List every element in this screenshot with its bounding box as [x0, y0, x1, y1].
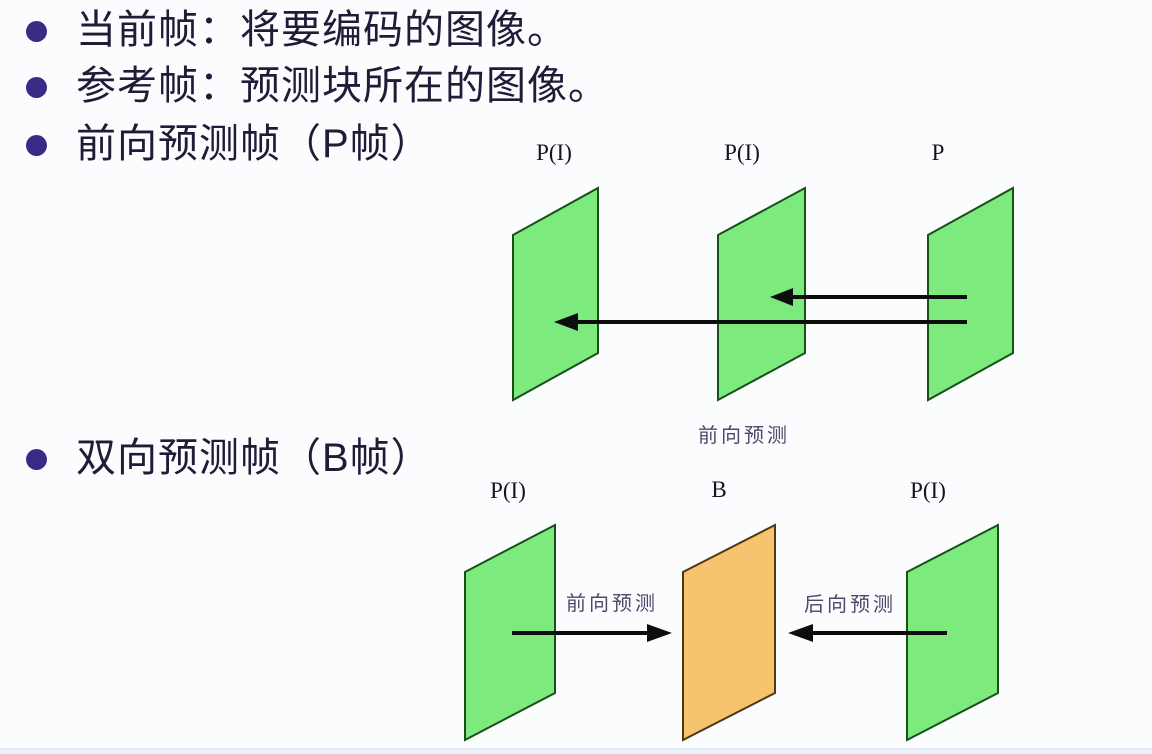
frame-label-p2: P(I)	[724, 140, 760, 165]
arrowhead-forward-to-b	[647, 624, 672, 642]
caption-forward-to-b: 前向预测	[566, 593, 658, 615]
frame-shape-b-left	[464, 523, 556, 742]
bullet-item-b-frame: 双向预测帧（B帧）	[26, 436, 432, 480]
frame-label-p3: P	[931, 140, 945, 165]
frame-label-b-left: P(I)	[490, 478, 526, 503]
frame-label-b-center: B	[711, 477, 727, 502]
diagram-bidirectional-prediction	[464, 523, 999, 742]
bullet-item-current-frame: 当前帧：将要编码的图像。	[26, 8, 568, 52]
frame-shape-p1	[512, 186, 599, 402]
bottom-bar	[0, 748, 1152, 754]
frame-label-p1: P(I)	[536, 140, 572, 165]
bullet-icon	[26, 77, 47, 98]
frame-shape-p3	[927, 186, 1014, 402]
bullet-text: 参考帧：预测块所在的图像。	[76, 64, 609, 108]
frame-shape-p2	[717, 186, 806, 402]
diagram-forward-prediction	[512, 186, 1014, 402]
bullet-text: 前向预测帧（P帧）	[76, 122, 432, 166]
bullet-item-p-frame: 前向预测帧（P帧）	[26, 122, 432, 166]
caption-forward-prediction: 前向预测	[698, 425, 790, 447]
frame-label-b-right: P(I)	[910, 478, 946, 503]
bullet-icon	[26, 21, 47, 42]
bullet-icon	[26, 449, 47, 470]
caption-backward-to-b: 后向预测	[804, 594, 896, 616]
arrowhead-short-forward	[770, 288, 793, 306]
arrowhead-backward-to-b	[788, 624, 813, 642]
arrowhead-long-forward	[554, 313, 578, 331]
frame-shape-b-right	[906, 523, 999, 742]
bullet-text: 当前帧：将要编码的图像。	[76, 8, 568, 52]
bullet-text: 双向预测帧（B帧）	[76, 436, 432, 480]
bullet-item-reference-frame: 参考帧：预测块所在的图像。	[26, 64, 609, 108]
bullet-icon	[26, 135, 47, 156]
frame-shape-b-center	[682, 523, 776, 742]
